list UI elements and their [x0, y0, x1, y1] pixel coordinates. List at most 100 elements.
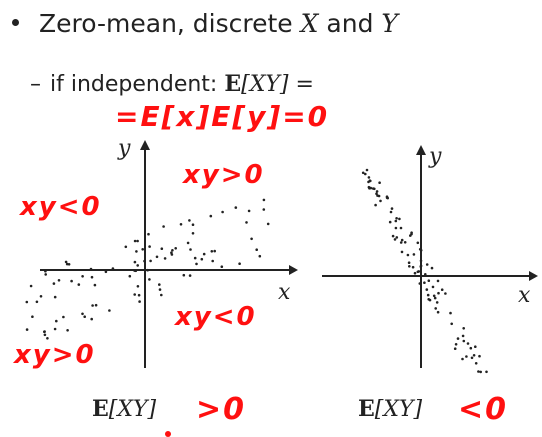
scatter-point — [57, 279, 61, 282]
scatter-point — [94, 303, 98, 307]
scatter-point — [136, 285, 140, 288]
scatter-point — [450, 322, 454, 326]
scatter-point — [403, 241, 407, 244]
scatter-point — [170, 253, 174, 256]
handwritten-independent-result: =E[x]E[y]=0 — [115, 100, 330, 133]
scatter-point — [148, 245, 151, 248]
expectation-xy: [XY] — [241, 72, 289, 97]
scatter-point — [25, 328, 29, 331]
scatter-point — [70, 279, 73, 283]
scatter-point — [250, 237, 253, 241]
scatter-point — [163, 257, 167, 260]
handwritten-xy-neg-bottom-right: xy<0 — [175, 302, 257, 332]
scatter-point — [90, 275, 94, 279]
scatter-point — [158, 288, 162, 291]
scatter-point — [179, 223, 183, 226]
scatter-point — [138, 300, 141, 303]
scatter-point — [186, 241, 190, 245]
right-x-arrow-icon — [529, 271, 538, 281]
scatter-point — [171, 249, 174, 252]
scatter-point — [191, 223, 195, 226]
scatter-point — [407, 261, 411, 265]
scatter-point — [412, 253, 416, 256]
scatter-point — [388, 220, 392, 224]
scatter-point — [52, 282, 56, 285]
scatter-point — [141, 248, 144, 251]
scatter-point — [81, 275, 84, 278]
scatter-point — [378, 181, 381, 184]
right-caption-xy: [XY] — [374, 397, 423, 422]
scatter-point — [434, 307, 438, 310]
scatter-point — [433, 296, 437, 300]
scatter-point — [209, 214, 213, 218]
scatter-point — [143, 259, 146, 263]
scatter-point — [479, 370, 483, 374]
right-scatter-points — [361, 168, 488, 374]
scatter-point — [136, 264, 139, 267]
scatter-point — [213, 249, 216, 253]
var-y: Y — [381, 9, 398, 38]
scatter-point — [462, 327, 466, 330]
sub-independent: –if independent: E[XY] = — [30, 70, 314, 99]
scatter-point — [361, 171, 365, 175]
scatter-point — [195, 262, 198, 266]
left-y-arrow-icon — [140, 140, 150, 150]
scatter-point — [133, 269, 136, 272]
scatter-point — [431, 285, 435, 289]
right-caption-E: E — [358, 396, 375, 422]
scatter-point — [35, 300, 39, 304]
scatter-point — [46, 337, 49, 340]
scatter-point — [43, 333, 47, 337]
red-ink-mark — [165, 431, 171, 437]
scatter-point — [419, 259, 423, 263]
scatter-point — [391, 234, 395, 238]
scatter-point — [220, 265, 224, 269]
scatter-point — [461, 357, 464, 361]
scatter-point — [400, 250, 404, 254]
scatter-point — [108, 309, 111, 312]
scatter-point — [189, 248, 192, 251]
right-y-label: y — [429, 144, 442, 169]
scatter-point — [162, 225, 165, 228]
scatter-point — [432, 294, 436, 298]
scatter-point — [160, 247, 164, 250]
left-x-label: x — [278, 280, 291, 305]
scatter-point — [91, 304, 94, 307]
bullet-dot — [12, 18, 19, 26]
scatter-point — [158, 283, 161, 286]
scatter-point — [413, 271, 417, 275]
scatter-point — [133, 293, 136, 296]
bullet-and: and — [318, 9, 382, 38]
scatter-point — [417, 270, 421, 273]
scatter-point — [461, 334, 465, 338]
scatter-point — [423, 281, 426, 285]
left-caption-xy: [XY] — [108, 397, 157, 422]
scatter-point — [425, 263, 429, 266]
scatter-point — [149, 259, 152, 263]
scatter-point — [188, 274, 192, 277]
scatter-point — [394, 226, 398, 230]
scatter-point — [364, 172, 367, 176]
scatter-point — [389, 210, 393, 214]
scatter-point — [238, 262, 241, 266]
scatter-point — [135, 250, 138, 253]
scatter-point — [81, 312, 84, 316]
scatter-point — [174, 247, 177, 250]
scatter-point — [430, 266, 434, 270]
scatter-point — [90, 317, 93, 321]
scatter-point — [83, 315, 86, 319]
scatter-point — [55, 319, 58, 323]
handwritten-xy-pos-top-right: xy>0 — [183, 160, 265, 190]
scatter-point — [375, 192, 378, 195]
scatter-point — [444, 292, 447, 295]
scatter-point — [395, 217, 398, 220]
scatter-point — [262, 208, 266, 211]
scatter-point — [427, 279, 431, 283]
bullet-zero-mean: Zero-mean, discrete X and Y — [12, 9, 398, 39]
scatter-point — [393, 238, 397, 241]
handwritten-xy-neg-top-left: xy<0 — [20, 192, 102, 222]
scatter-point — [390, 207, 394, 210]
scatter-point — [456, 337, 460, 340]
scatter-point — [367, 185, 371, 189]
